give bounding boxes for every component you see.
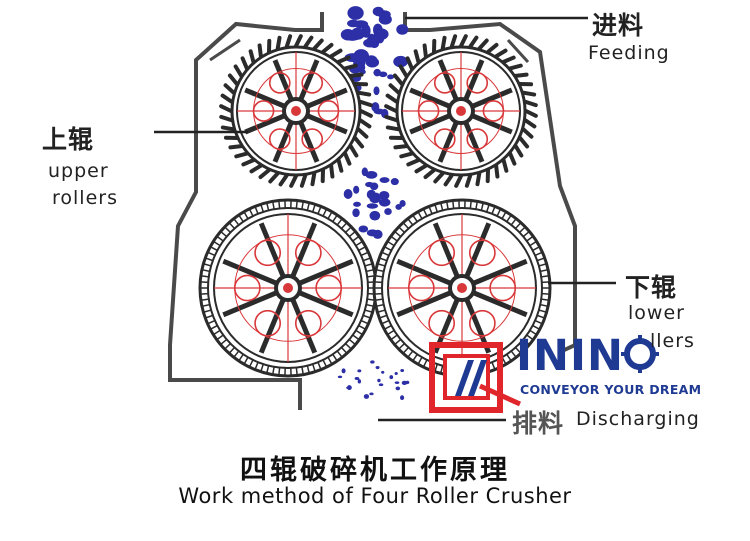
feeding-label-cn: 进料 — [592, 11, 645, 40]
crusher-housing — [168, 12, 577, 410]
upper-rollers-label-en-1: upper — [48, 160, 109, 182]
upper-rollers-label-cn: 上辊 — [42, 125, 95, 154]
lower-right-roller — [372, 198, 552, 378]
rollers-group — [198, 34, 552, 378]
upper-right-roller — [384, 34, 538, 188]
lower-left-roller — [198, 198, 378, 378]
upper-rollers-label-en-2: rollers — [52, 187, 118, 209]
lower-rollers-label-en-1: lower — [628, 302, 685, 324]
caption-english: Work method of Four Roller Crusher — [178, 484, 572, 508]
feeding-label-en: Feeding — [588, 42, 670, 64]
lower-rollers-label-cn: 下辊 — [625, 273, 678, 302]
discharging-label-cn: 排料 — [512, 409, 565, 438]
logo-slogan: CONVEYOR YOUR DREAM — [520, 382, 702, 397]
caption-chinese: 四辊破碎机工作原理 — [240, 455, 510, 486]
lower-rollers-label-en-2: llers — [650, 330, 695, 352]
discharging-label-en: Discharging — [576, 408, 700, 430]
upper-left-roller — [219, 34, 373, 188]
logo-wordmark: ININ — [516, 331, 624, 381]
material-particles — [337, 6, 410, 401]
pointer-lines — [154, 16, 616, 422]
company-logo — [429, 335, 659, 413]
